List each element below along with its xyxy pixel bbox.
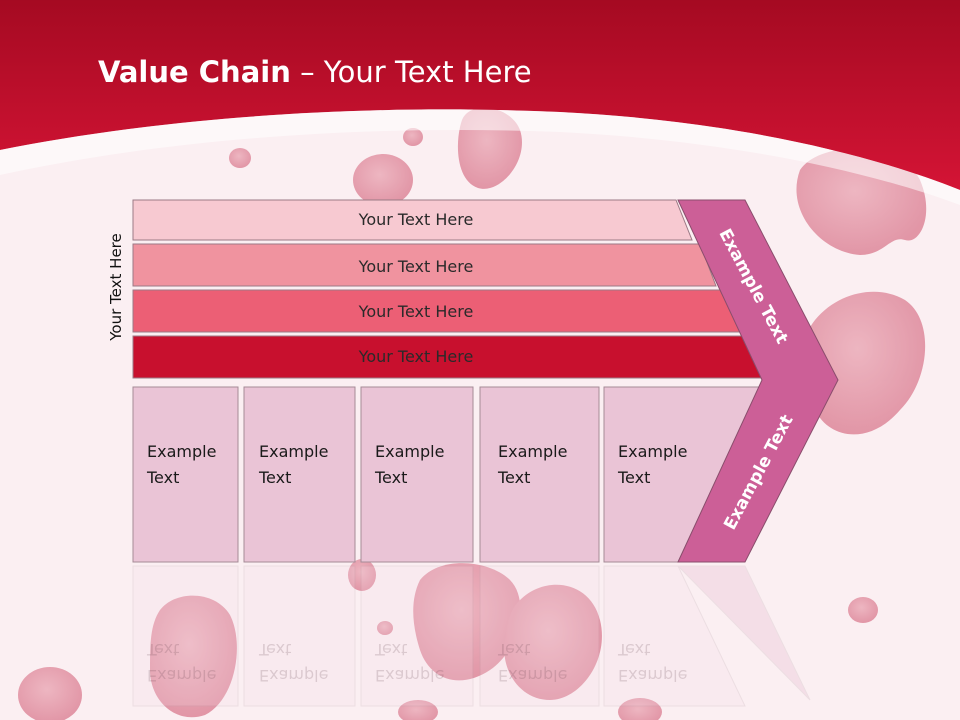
background-blobs <box>18 107 927 720</box>
activity-box-3-text: Example Text <box>375 439 444 491</box>
activity-box-3-line1: Example <box>375 442 445 461</box>
bar-1 <box>132 199 693 241</box>
activity-box-3-line2: Text <box>375 468 408 487</box>
activity-box-2-line2: Text <box>259 468 292 487</box>
activity-box-1 <box>132 386 239 563</box>
activity-box-3 <box>360 386 474 563</box>
activity-box-4-text: Example Text <box>498 439 567 491</box>
activity-box-2 <box>243 386 356 563</box>
boxes-reflection <box>132 565 811 707</box>
support-bars: Your Text Here Your Text Here Your Text … <box>132 199 766 379</box>
activity-box-1-line2: Text <box>147 468 180 487</box>
title-rest: – Your Text Here <box>290 55 532 89</box>
activity-box-5-text: Example Text <box>618 439 687 491</box>
bar-1-label: Your Text Here <box>358 210 474 229</box>
bar-2 <box>132 243 717 287</box>
bar-4-label: Your Text Here <box>358 347 474 366</box>
title-bold: Value Chain <box>98 55 291 89</box>
activity-box-5-line2: Text <box>618 468 651 487</box>
bar-2-label: Your Text Here <box>358 257 474 276</box>
activity-box-2-text: Example Text <box>259 439 328 491</box>
bar-3-label: Your Text Here <box>358 302 474 321</box>
activity-box-2-line1: Example <box>259 442 329 461</box>
activity-box-5-line1: Example <box>618 442 688 461</box>
slide-title: Value Chain – Your Text Here <box>98 52 532 92</box>
activity-box-1-line1: Example <box>147 442 217 461</box>
margin-chevron <box>677 199 839 563</box>
header-band <box>0 0 960 190</box>
activity-box-4-line2: Text <box>498 468 531 487</box>
activity-box-4 <box>479 386 600 563</box>
activity-box-4-line1: Example <box>498 442 568 461</box>
activity-box-1-text: Example Text <box>147 439 216 491</box>
activity-boxes <box>132 386 761 563</box>
header-swoosh <box>0 109 960 205</box>
